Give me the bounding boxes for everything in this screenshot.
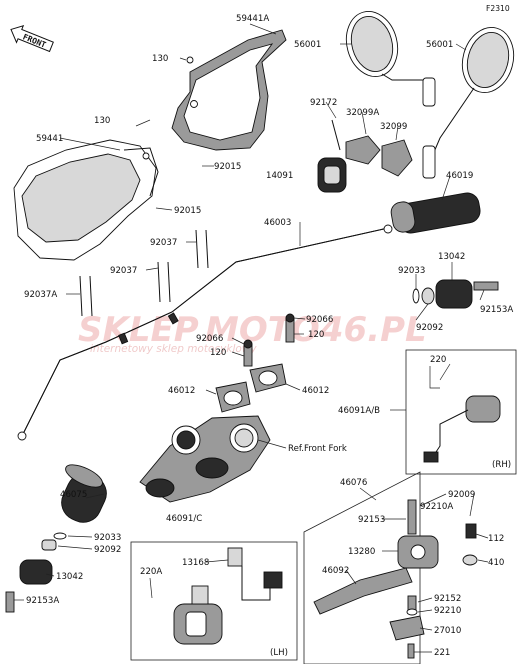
label-112: 112 [488,534,504,544]
label-220-rh: 220 [430,355,446,365]
hand-guard-right-icon [171,29,287,151]
label-32099A: 32099A [346,108,379,118]
label-92009: 92009 [448,490,475,500]
label-92153A-right: 92153A [480,305,513,315]
handlebar-icon [17,224,393,441]
front-arrow-icon: FRONT [10,24,54,53]
label-46019: 46019 [446,171,473,181]
label-92210A: 92210A [420,502,453,512]
label-56001-right: 56001 [426,40,453,50]
label-92066-b: 92066 [196,334,223,344]
lh-switch-box [130,541,298,661]
label-32099: 32099 [380,122,407,132]
label-14091: 14091 [266,171,293,181]
label-92153A-left: 92153A [26,596,59,606]
label-92152: 92152 [434,594,461,604]
mirror-right-icon [422,27,515,179]
leader-lines [14,23,489,653]
label-120-a: 120 [308,330,324,340]
label-lh: (LH) [270,648,288,658]
bar-end-left-icon [5,532,67,613]
label-46091AB: 46091A/B [338,406,380,416]
label-92210: 92210 [434,606,461,616]
label-56001-left: 56001 [294,40,321,50]
mirror-left-icon [345,11,436,107]
label-92092-left: 92092 [94,545,121,555]
label-46003: 46003 [264,218,291,228]
label-59441: 59441 [36,134,63,144]
label-46076: 46076 [340,478,367,488]
rh-switch-box [405,349,517,475]
clamp-bands-icon [79,229,209,317]
handlebar-holders-icon [215,363,287,413]
watermark-tagline: internetowy sklep motocyklowy [90,343,257,355]
label-220A: 220A [140,567,162,577]
label-92015-a: 92015 [214,162,241,172]
label-92066-a: 92066 [306,315,333,325]
hand-guard-left-icon [13,139,159,261]
label-46092: 46092 [322,566,349,576]
label-59441A: 59441A [236,14,269,24]
label-130-a: 130 [152,54,168,64]
label-92153: 92153 [358,515,385,525]
label-ref-front-fork: Ref.Front Fork [288,444,347,454]
clutch-lever-box [303,471,478,664]
label-92172: 92172 [310,98,337,108]
triple-clamp-icon [139,415,271,503]
label-92015-b: 92015 [174,206,201,216]
label-46091C: 46091/C [166,514,202,524]
label-13168: 13168 [182,558,209,568]
left-grip-icon [61,464,107,523]
label-410: 410 [488,558,504,568]
watermark-brand-a: SKLEP [78,310,199,350]
label-130-b: 130 [94,116,110,126]
bar-end-right-icon [412,279,499,309]
label-13042-left: 13042 [56,572,83,582]
label-rh: (RH) [492,460,511,470]
switch-parts-icon [317,119,413,193]
label-13280: 13280 [348,547,375,557]
label-120-b: 120 [210,348,226,358]
label-221: 221 [434,648,450,658]
part-labels: 59441A 56001 56001 130 130 59441 92172 3… [24,14,513,658]
label-46012-b: 46012 [302,386,329,396]
label-92037-b: 92037 [110,266,137,276]
label-13042-right: 13042 [438,252,465,262]
label-92033-left: 92033 [94,533,121,543]
label-92037-a: 92037 [150,238,177,248]
label-46075: 46075 [60,490,87,500]
label-92037A: 92037A [24,290,57,300]
figure-code: F2310 [486,4,510,13]
label-27010: 27010 [434,626,461,636]
throttle-grip-icon [390,192,481,234]
label-92092-right: 92092 [416,323,443,333]
label-92033-right: 92033 [398,266,425,276]
label-46012-a: 46012 [168,386,195,396]
